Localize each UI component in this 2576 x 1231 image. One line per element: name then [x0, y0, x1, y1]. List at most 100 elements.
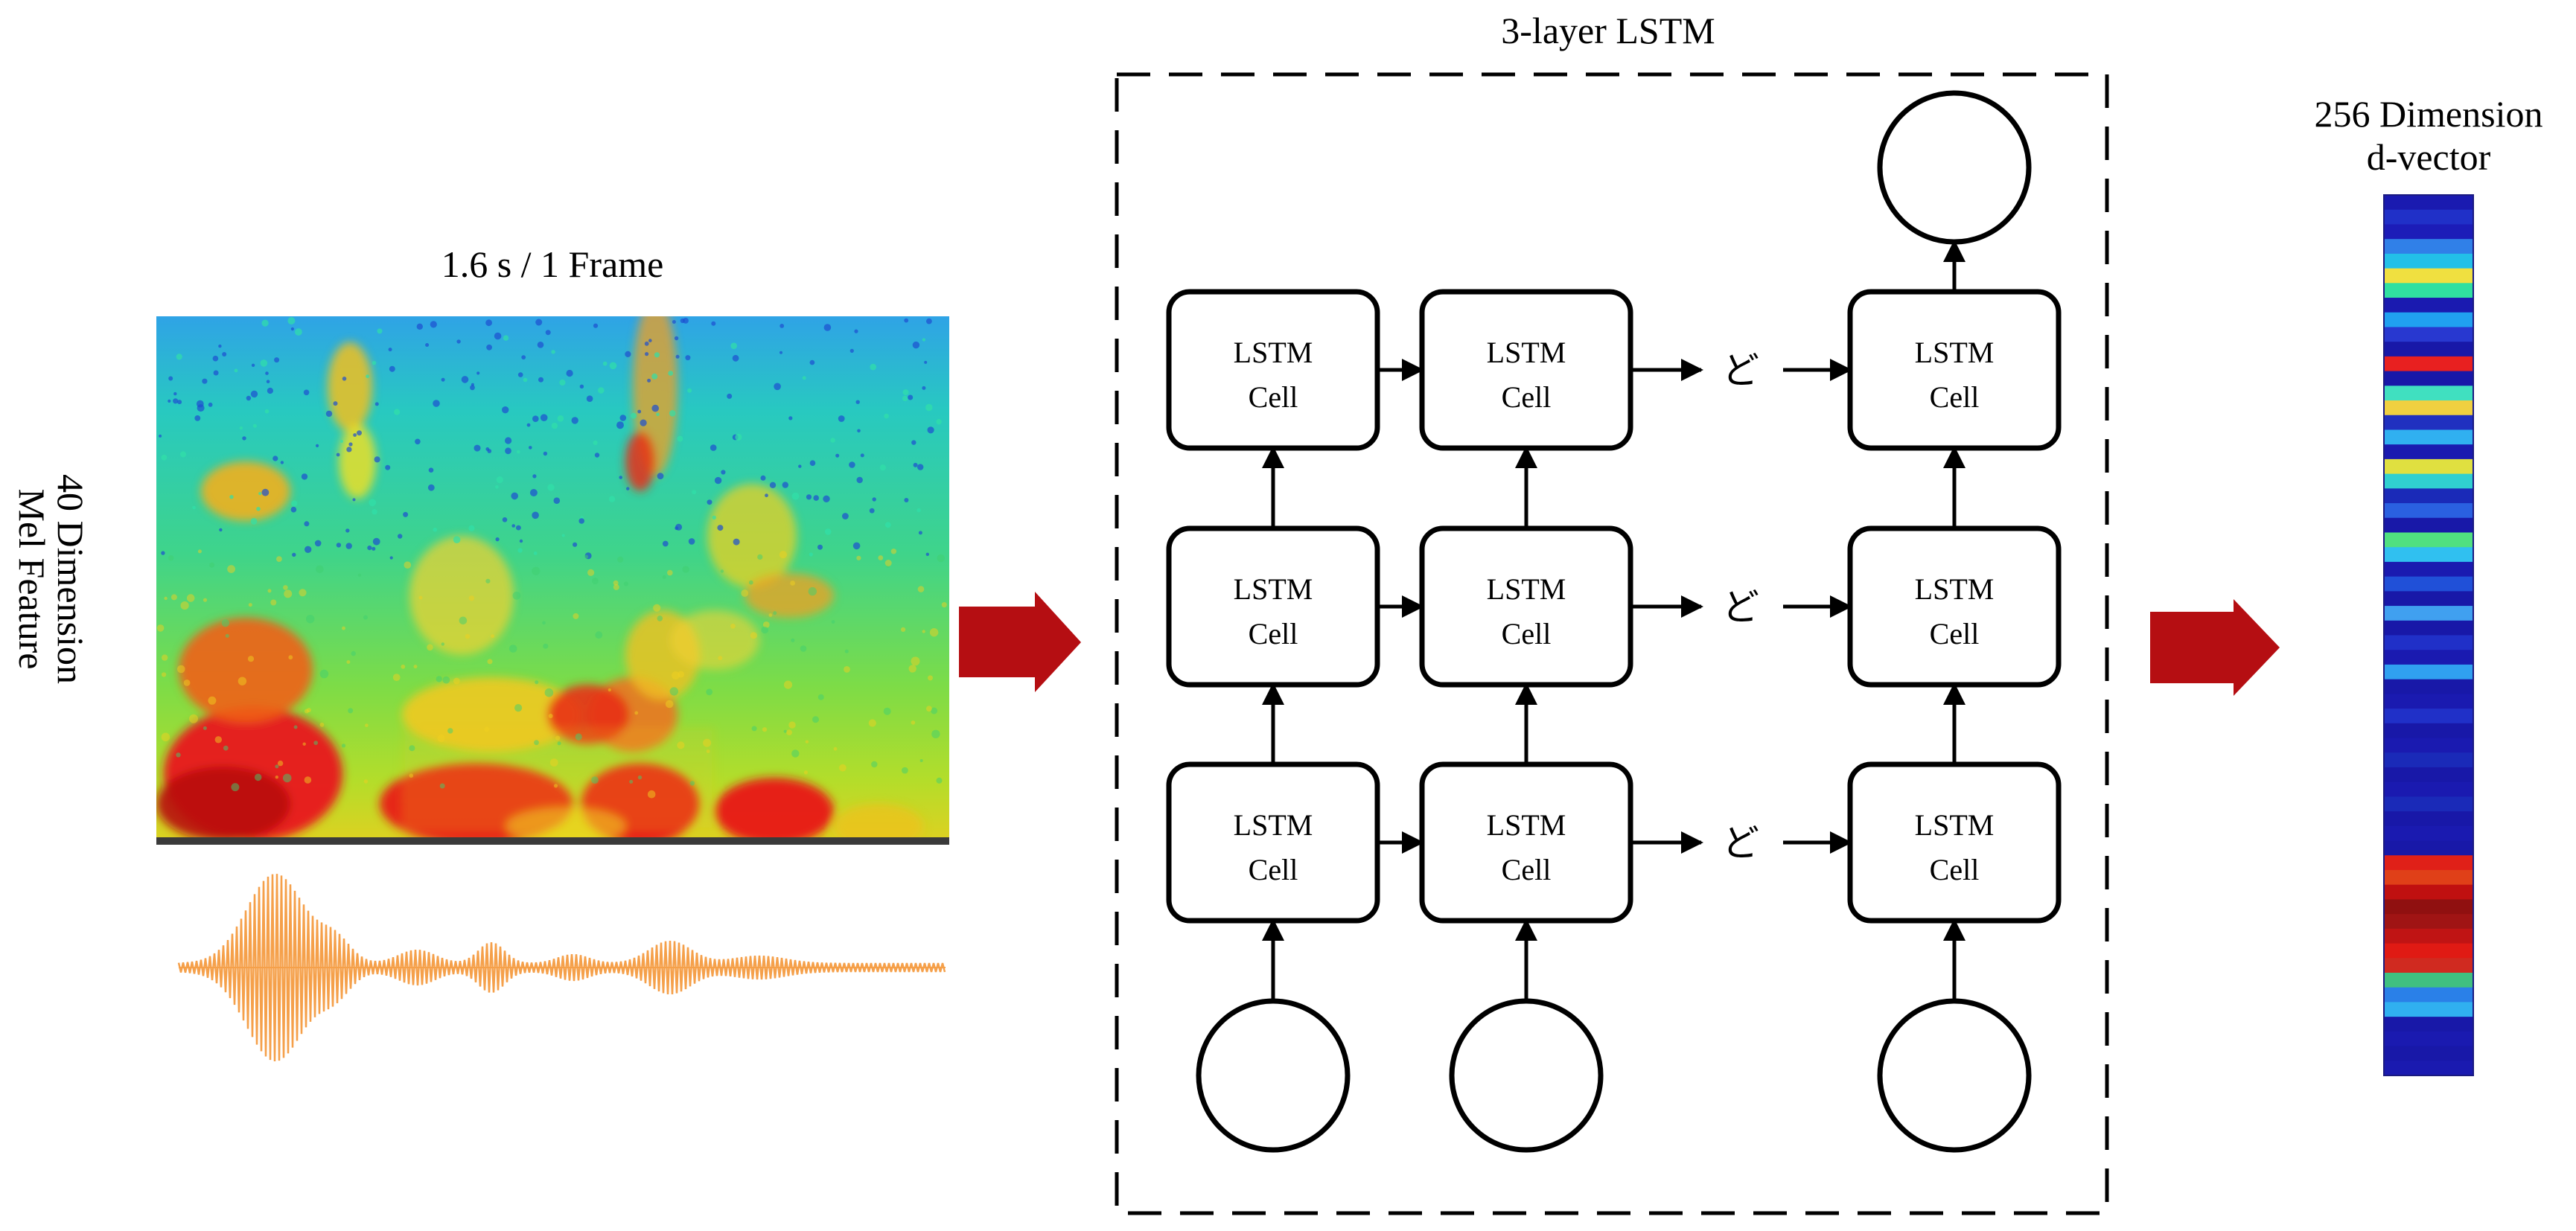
spectrogram-speckle [398, 534, 403, 539]
spectrogram-speckle [774, 383, 781, 391]
red-arrow-input [959, 592, 1081, 692]
spectrogram-speckle [911, 656, 920, 666]
spectrogram-speckle [173, 398, 179, 404]
spectrogram-speckle [791, 749, 800, 758]
spectrogram-speckle [251, 363, 255, 367]
spectrogram-title: 1.6 s / 1 Frame [441, 243, 664, 285]
spectrogram-speckle [437, 734, 445, 743]
spectrogram-speckle [529, 489, 538, 496]
spectrogram-speckle [495, 485, 499, 489]
spectrogram-speckle [786, 729, 792, 735]
spectrogram-speckle [275, 776, 278, 779]
spectrogram-speckle [535, 319, 543, 326]
spectrogram-speckle [637, 775, 643, 780]
spectrogram-speckle [345, 543, 352, 549]
spectrogram-speckle [559, 379, 566, 386]
spectrogram-speckle [809, 552, 813, 557]
spectrogram-speckle [675, 354, 680, 359]
spectrogram-speckle [470, 385, 475, 391]
spectrogram-speckle [213, 370, 219, 376]
spectrogram-speckle [261, 488, 270, 496]
spectrogram-speckle [202, 378, 208, 384]
spectrogram-speckle [890, 549, 897, 554]
spectrogram-speckle [485, 447, 490, 451]
spectrogram-speckle [267, 589, 272, 593]
spectrogram-speckle [817, 544, 823, 550]
spectrogram-speckle [768, 613, 773, 617]
lstm-cell-box [1166, 289, 1380, 451]
spectrogram-speckle [901, 627, 906, 633]
spectrogram-speckle [631, 412, 637, 419]
spectrogram-speckle [665, 700, 674, 709]
spectrogram-speckle [491, 634, 495, 639]
spectrogram-speckle [918, 531, 922, 535]
lstm-cell-label-line1: LSTM [1487, 336, 1566, 369]
spectrogram-speckle [260, 359, 268, 367]
spectrogram-speckle [677, 741, 685, 749]
spectrogram-speckle [425, 343, 430, 347]
spectrogram-speckle [346, 447, 352, 453]
spectrogram-speckle [854, 329, 858, 333]
lstm-cell-box [1166, 761, 1380, 924]
spectrogram-speckle [415, 438, 421, 445]
dvector-stripe [2384, 811, 2473, 827]
spectrogram-speckle [254, 773, 262, 781]
spectrogram-harmonic [402, 811, 715, 813]
dvector-stripe [2384, 253, 2473, 269]
spectrogram-speckle [433, 527, 438, 532]
spectrogram-speckle [839, 764, 847, 772]
spectrogram-speckle [692, 490, 697, 495]
spectrogram-speckle [911, 720, 916, 725]
spectrogram-speckle [503, 335, 509, 341]
ellipsis-symbol: ど [1722, 822, 1759, 864]
spectrogram-speckle [180, 601, 189, 610]
spectrogram-speckle [468, 595, 475, 601]
spectrogram-speckle [162, 654, 168, 661]
dvector-stripe [2384, 298, 2473, 313]
dvector-stripe [2384, 532, 2473, 548]
dvector-stripe [2384, 884, 2473, 900]
spectrogram-speckle [441, 377, 445, 382]
spectrogram-speckle [252, 423, 257, 428]
spectrogram-speckle [272, 455, 278, 461]
spectrogram-speckle [301, 473, 308, 480]
spectrogram-speckle [367, 546, 372, 551]
spectrogram-speckle [433, 400, 440, 407]
spectrogram-speckle [533, 551, 538, 555]
dvector-stripe [2384, 664, 2473, 680]
spectrogram-speckle [159, 434, 162, 438]
spectrogram-speckle [748, 580, 753, 585]
spectrogram-speckle [543, 451, 548, 456]
spectrogram-speckle [374, 456, 380, 463]
spectrogram-speckle [511, 524, 515, 528]
dvector-stripe [2384, 415, 2473, 431]
spectrogram-speckle [348, 708, 354, 714]
spectrogram-speckle [609, 362, 617, 370]
spectrogram-speckle [680, 318, 685, 324]
spectrogram-speckle [730, 342, 737, 350]
spectrogram-speckle [372, 360, 377, 365]
spectrogram-harmonic [402, 729, 715, 732]
spectrogram-speckle [194, 415, 201, 421]
dvector-stripe [2384, 283, 2473, 298]
spectrogram-speckle [809, 359, 815, 365]
spectrogram-speckle [453, 677, 460, 685]
dvector-stripe [2384, 547, 2473, 563]
spectrogram-speckle [884, 560, 892, 566]
spectrogram-speckle [250, 390, 258, 398]
spectrogram-speckle [173, 391, 177, 396]
spectrogram-speckle [830, 438, 835, 443]
spectrogram-speckle [855, 400, 860, 404]
spectrogram-energy-blob [402, 677, 581, 752]
spectrogram-speckle [540, 414, 548, 421]
spectrogram-speckle [316, 444, 319, 448]
spectrogram-speckle [430, 321, 437, 328]
spectrogram-speckle [282, 773, 292, 783]
spectrogram-speckle [911, 440, 916, 445]
spectrogram-speckle [314, 540, 322, 547]
lstm-cell-label-line2: Cell [1930, 617, 1980, 650]
dvector-stripe [2384, 752, 2473, 768]
spectrogram-speckle [711, 321, 716, 326]
